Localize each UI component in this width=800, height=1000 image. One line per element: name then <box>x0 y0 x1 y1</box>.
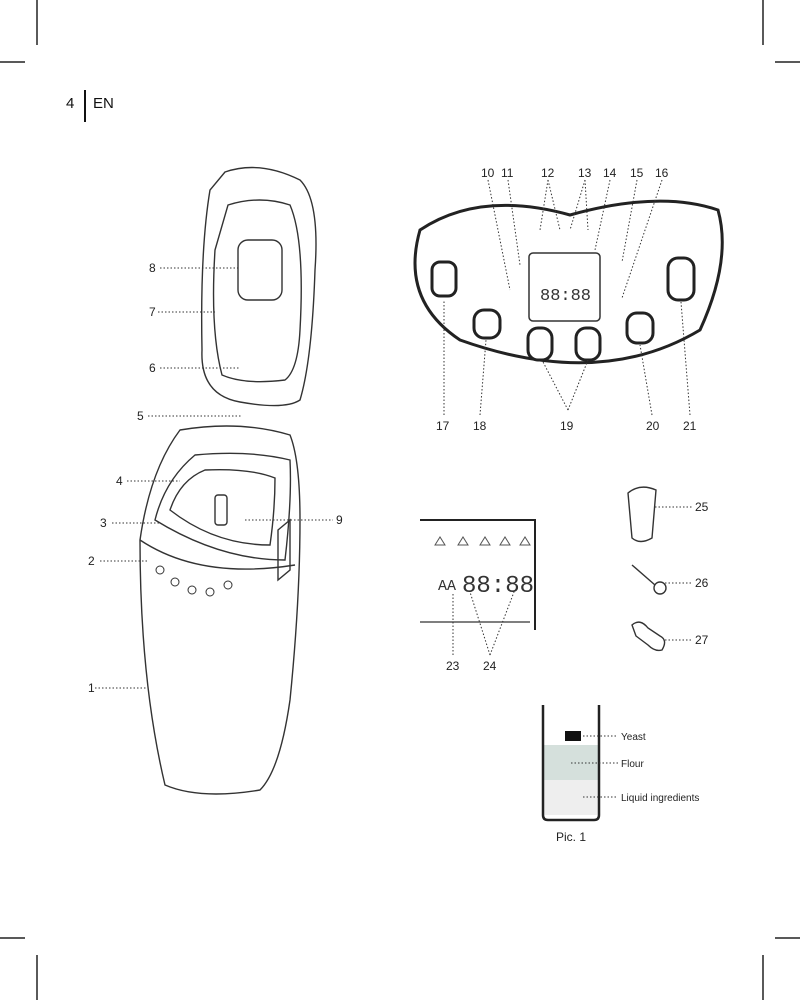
display-prefix: AA <box>438 578 456 595</box>
display-detail: AA 88:88 <box>420 519 536 656</box>
callout-25: 25 <box>695 500 709 514</box>
callout-19: 19 <box>560 419 574 433</box>
start-stop-button[interactable] <box>666 256 696 302</box>
control-panel: 88:88 <box>413 179 724 416</box>
callout-8: 8 <box>149 261 156 275</box>
callout-17: 17 <box>436 419 450 433</box>
callout-14: 14 <box>603 166 617 180</box>
callout-12: 12 <box>541 166 555 180</box>
callout-15: 15 <box>630 166 644 180</box>
callout-1: 1 <box>88 681 95 695</box>
callout-3: 3 <box>100 516 107 530</box>
pic1-caption: Pic. 1 <box>556 830 586 844</box>
callout-7: 7 <box>149 305 156 319</box>
yeast-block <box>565 731 581 741</box>
part-callouts <box>95 267 333 689</box>
callout-6: 6 <box>149 361 156 375</box>
hook <box>631 621 666 652</box>
panel-lcd <box>528 252 601 322</box>
label-flour: Flour <box>621 759 644 770</box>
label-yeast: Yeast <box>621 732 646 743</box>
measuring-spoon <box>631 564 667 595</box>
increase-button[interactable] <box>574 326 602 362</box>
callout-4: 4 <box>116 474 123 488</box>
page-number: 4 <box>66 95 74 112</box>
power-button[interactable] <box>625 311 655 345</box>
bread-maker-illustration <box>139 166 317 795</box>
panel-lcd-digits: 88:88 <box>540 287 591 306</box>
callout-20: 20 <box>646 419 660 433</box>
callout-2: 2 <box>88 554 95 568</box>
label-liquid: Liquid ingredients <box>621 793 699 804</box>
callout-27: 27 <box>695 633 709 647</box>
callout-23: 23 <box>446 659 460 673</box>
callout-16: 16 <box>655 166 669 180</box>
callout-21: 21 <box>683 419 697 433</box>
callout-11: 11 <box>501 166 514 180</box>
accessories <box>627 486 692 652</box>
liquid-layer <box>543 780 599 815</box>
callout-5: 5 <box>137 409 144 423</box>
callout-9: 9 <box>336 513 343 527</box>
display-digits: 88:88 <box>462 573 534 600</box>
callout-10: 10 <box>481 166 495 180</box>
callout-26: 26 <box>695 576 709 590</box>
pic1-ingredient-layers <box>541 705 618 822</box>
measuring-cup <box>627 486 657 543</box>
callout-24: 24 <box>483 659 497 673</box>
callout-18: 18 <box>473 419 487 433</box>
menu-button[interactable] <box>430 260 458 298</box>
decrease-button[interactable] <box>526 326 554 362</box>
language-label: EN <box>93 95 114 112</box>
loaf-size-button[interactable] <box>472 308 502 340</box>
callout-13: 13 <box>578 166 592 180</box>
